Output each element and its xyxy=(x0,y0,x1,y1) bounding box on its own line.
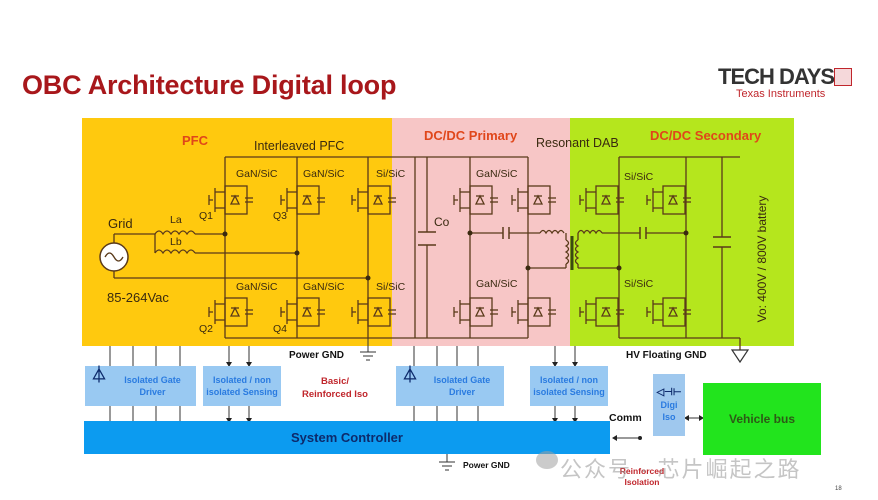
isolator-icon: ⏃ xyxy=(91,367,108,384)
tech-days-logo: TECH DAYS Texas Instruments xyxy=(718,64,858,104)
dcdc-primary-label: DC/DC Primary xyxy=(424,128,518,143)
isolator-icon: ⏃ xyxy=(402,367,419,384)
logo-sub-text: Texas Instruments xyxy=(736,88,826,100)
reinforced-isolation-label: Reinforced Isolation xyxy=(612,466,672,488)
logo-main-text: TECH DAYS xyxy=(718,64,835,89)
page-number: 18 xyxy=(835,486,842,492)
secondary-bottom-device: Si/SiC xyxy=(624,278,654,290)
q2-label: Q2 xyxy=(199,323,214,335)
resonant-dab-label: Resonant DAB xyxy=(536,136,619,150)
secondary-top-device: Si/SiC xyxy=(624,171,654,183)
sensing-2-label: Isolated / non isolated Sensing xyxy=(533,375,605,397)
pfc-top-device-1: GaN/SiC xyxy=(236,168,278,180)
hv-floating-gnd-label: HV Floating GND xyxy=(626,350,707,361)
isolated-gate-driver-1: ⏃ Isolated Gate Driver xyxy=(85,366,196,406)
co-label: Co xyxy=(434,215,450,229)
q4-label: Q4 xyxy=(273,323,288,335)
primary-top-device: GaN/SiC xyxy=(476,168,518,180)
gate-driver-1-label: Isolated Gate Driver xyxy=(124,375,181,397)
isolated-gate-driver-2: ⏃ Isolated Gate Driver xyxy=(396,366,504,406)
sensing-block-1: Isolated / non isolated Sensing xyxy=(203,366,281,406)
reinforced-iso-line1: Reinforced xyxy=(619,466,665,476)
primary-bottom-device: GaN/SiC xyxy=(476,278,518,290)
q1-label: Q1 xyxy=(199,210,214,222)
grid-label: Grid xyxy=(108,216,133,231)
interleaved-pfc-label: Interleaved PFC xyxy=(254,139,345,153)
sensing-block-2: Isolated / non isolated Sensing xyxy=(530,366,608,406)
ti-logo-icon xyxy=(834,68,852,86)
vehicle-bus-block: Vehicle bus xyxy=(703,383,821,455)
power-gnd-label: Power GND xyxy=(289,350,345,361)
slide-title: OBC Architecture Digital loop xyxy=(22,70,397,100)
pfc-bottom-device-2: GaN/SiC xyxy=(303,281,345,293)
watermark: 公众号 · 芯片崛起之路 xyxy=(560,457,802,482)
system-controller-block: System Controller xyxy=(84,421,610,454)
reinforced-iso-line2: Isolation xyxy=(624,477,660,487)
iso-label-line2: Reinforced Iso xyxy=(302,389,368,400)
digi-iso-line2: Iso xyxy=(662,412,676,422)
basic-reinforced-iso-label: Basic/ Reinforced Iso xyxy=(290,375,380,401)
pfc-top-device-2: GaN/SiC xyxy=(303,168,345,180)
gate-driver-2-label: Isolated Gate Driver xyxy=(433,375,491,397)
digi-iso-line1: Digi xyxy=(660,400,678,410)
pfc-bottom-device-3: Si/SiC xyxy=(376,281,406,293)
grid-voltage-label: 85-264Vac xyxy=(107,290,169,305)
sensing-1-label: Isolated / non isolated Sensing xyxy=(206,375,278,397)
wechat-icon xyxy=(536,451,558,469)
dcdc-secondary-label: DC/DC Secondary xyxy=(650,128,762,143)
pfc-label: PFC xyxy=(182,133,208,148)
q3-label: Q3 xyxy=(273,210,288,222)
digital-isolator-block: ◁⊣⊢ Digi Iso xyxy=(653,374,685,436)
pfc-top-device-3: Si/SiC xyxy=(376,168,406,180)
inductor-lb-label: Lb xyxy=(170,236,182,248)
output-voltage-label: Vo: 400V / 800V battery xyxy=(755,195,769,323)
power-gnd-bottom-label: Power GND xyxy=(463,460,510,470)
iso-label-line1: Basic/ xyxy=(321,376,349,387)
pfc-bottom-device-1: GaN/SiC xyxy=(236,281,278,293)
inductor-la-label: La xyxy=(170,214,182,226)
comm-label: Comm xyxy=(609,412,642,424)
digi-iso-icon: ◁⊣⊢ xyxy=(656,387,682,398)
